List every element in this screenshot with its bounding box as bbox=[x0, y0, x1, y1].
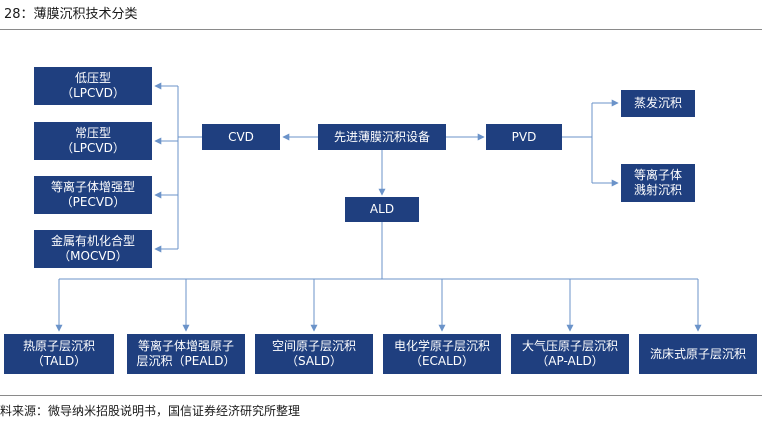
node-pvd: PVD bbox=[486, 124, 562, 150]
node-evap-label: 蒸发沉积 bbox=[633, 96, 682, 110]
node-mocvd-line1: 金属有机化合型 bbox=[50, 234, 135, 248]
node-apald-line2: （AP-ALD） bbox=[536, 354, 604, 368]
node-pecvd: 等离子体增强型 （PECVD） bbox=[34, 176, 152, 214]
node-peald-line1: 等离子体增强原子 bbox=[137, 339, 234, 353]
node-lpcvd1-line1: 低压型 bbox=[74, 71, 111, 85]
node-cvd: CVD bbox=[202, 124, 280, 150]
node-center-label: 先进薄膜沉积设备 bbox=[333, 129, 430, 144]
node-lpcvd2-line1: 常压型 bbox=[74, 126, 111, 140]
node-tald-line1: 热原子层沉积 bbox=[22, 339, 95, 353]
source-note: 料来源：微导纳米招股说明书，国信证券经济研究所整理 bbox=[0, 404, 301, 418]
node-mocvd: 金属有机化合型 （MOCVD） bbox=[34, 230, 152, 268]
node-fbald: 流床式原子层沉积 bbox=[639, 334, 757, 374]
node-ald: ALD bbox=[345, 197, 419, 222]
node-lpcvd1-line2: （LPCVD） bbox=[61, 86, 125, 100]
top-divider bbox=[0, 29, 762, 30]
node-apald: 大气压原子层沉积 （AP-ALD） bbox=[511, 334, 629, 374]
node-pecvd-line2: （PECVD） bbox=[60, 195, 126, 209]
node-sputter-line1: 等离子体 bbox=[633, 168, 682, 182]
figure-title: 28：薄膜沉积技术分类 bbox=[4, 7, 138, 22]
node-ecald-line2: （ECALD） bbox=[409, 354, 475, 368]
bottom-divider bbox=[0, 395, 762, 396]
node-ald-label: ALD bbox=[369, 202, 395, 216]
node-sputtering: 等离子体 溅射沉积 bbox=[621, 164, 695, 202]
node-ecald-line1: 电化学原子层沉积 bbox=[393, 339, 490, 353]
node-sputter-line2: 溅射沉积 bbox=[633, 183, 682, 197]
node-sald-line2: （SALD） bbox=[286, 354, 342, 368]
node-apald-line1: 大气压原子层沉积 bbox=[521, 339, 618, 353]
node-pvd-label: PVD bbox=[511, 129, 537, 144]
node-pecvd-line1: 等离子体增强型 bbox=[50, 180, 135, 194]
node-sald: 空间原子层沉积 （SALD） bbox=[255, 334, 373, 374]
node-tald: 热原子层沉积 （TALD） bbox=[4, 334, 114, 374]
node-tald-line2: （TALD） bbox=[31, 354, 87, 368]
node-lpcvd2-line2: （LPCVD） bbox=[61, 141, 125, 155]
node-lpcvd-low-pressure: 低压型 （LPCVD） bbox=[34, 67, 152, 105]
node-fbald-label: 流床式原子层沉积 bbox=[649, 346, 746, 361]
node-lpcvd-atmospheric: 常压型 （LPCVD） bbox=[34, 122, 152, 160]
node-cvd-label: CVD bbox=[228, 129, 254, 144]
node-evaporation: 蒸发沉积 bbox=[621, 90, 695, 117]
node-sald-line1: 空间原子层沉积 bbox=[271, 339, 356, 353]
node-ecald: 电化学原子层沉积 （ECALD） bbox=[383, 334, 501, 374]
node-center: 先进薄膜沉积设备 bbox=[318, 124, 446, 150]
node-peald-line2: 层沉积（PEALD） bbox=[136, 354, 236, 368]
node-mocvd-line2: （MOCVD） bbox=[58, 249, 128, 263]
node-peald: 等离子体增强原子 层沉积（PEALD） bbox=[127, 334, 245, 374]
